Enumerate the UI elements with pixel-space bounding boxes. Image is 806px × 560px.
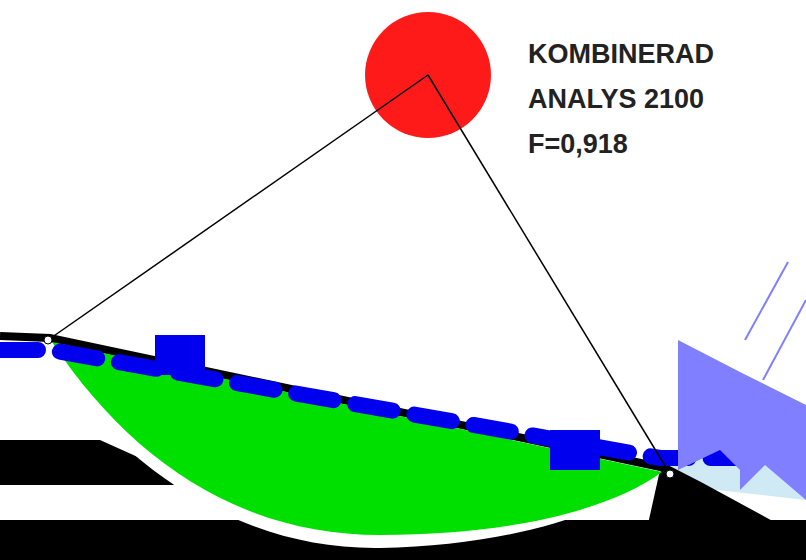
load-line xyxy=(745,262,788,340)
slope-surface xyxy=(0,336,806,535)
radius-line xyxy=(48,75,428,340)
analysis-label: KOMBINERAD xyxy=(528,40,714,70)
analysis-label: F=0,918 xyxy=(528,130,628,160)
point xyxy=(666,470,674,478)
load-line xyxy=(763,300,806,380)
radius-line xyxy=(428,75,670,474)
groundwater-marker xyxy=(550,430,600,470)
groundwater-marker xyxy=(155,335,205,375)
water-load xyxy=(740,372,806,500)
point xyxy=(44,336,52,344)
analysis-label: ANALYS 2100 xyxy=(528,85,704,115)
water-load xyxy=(678,340,740,470)
